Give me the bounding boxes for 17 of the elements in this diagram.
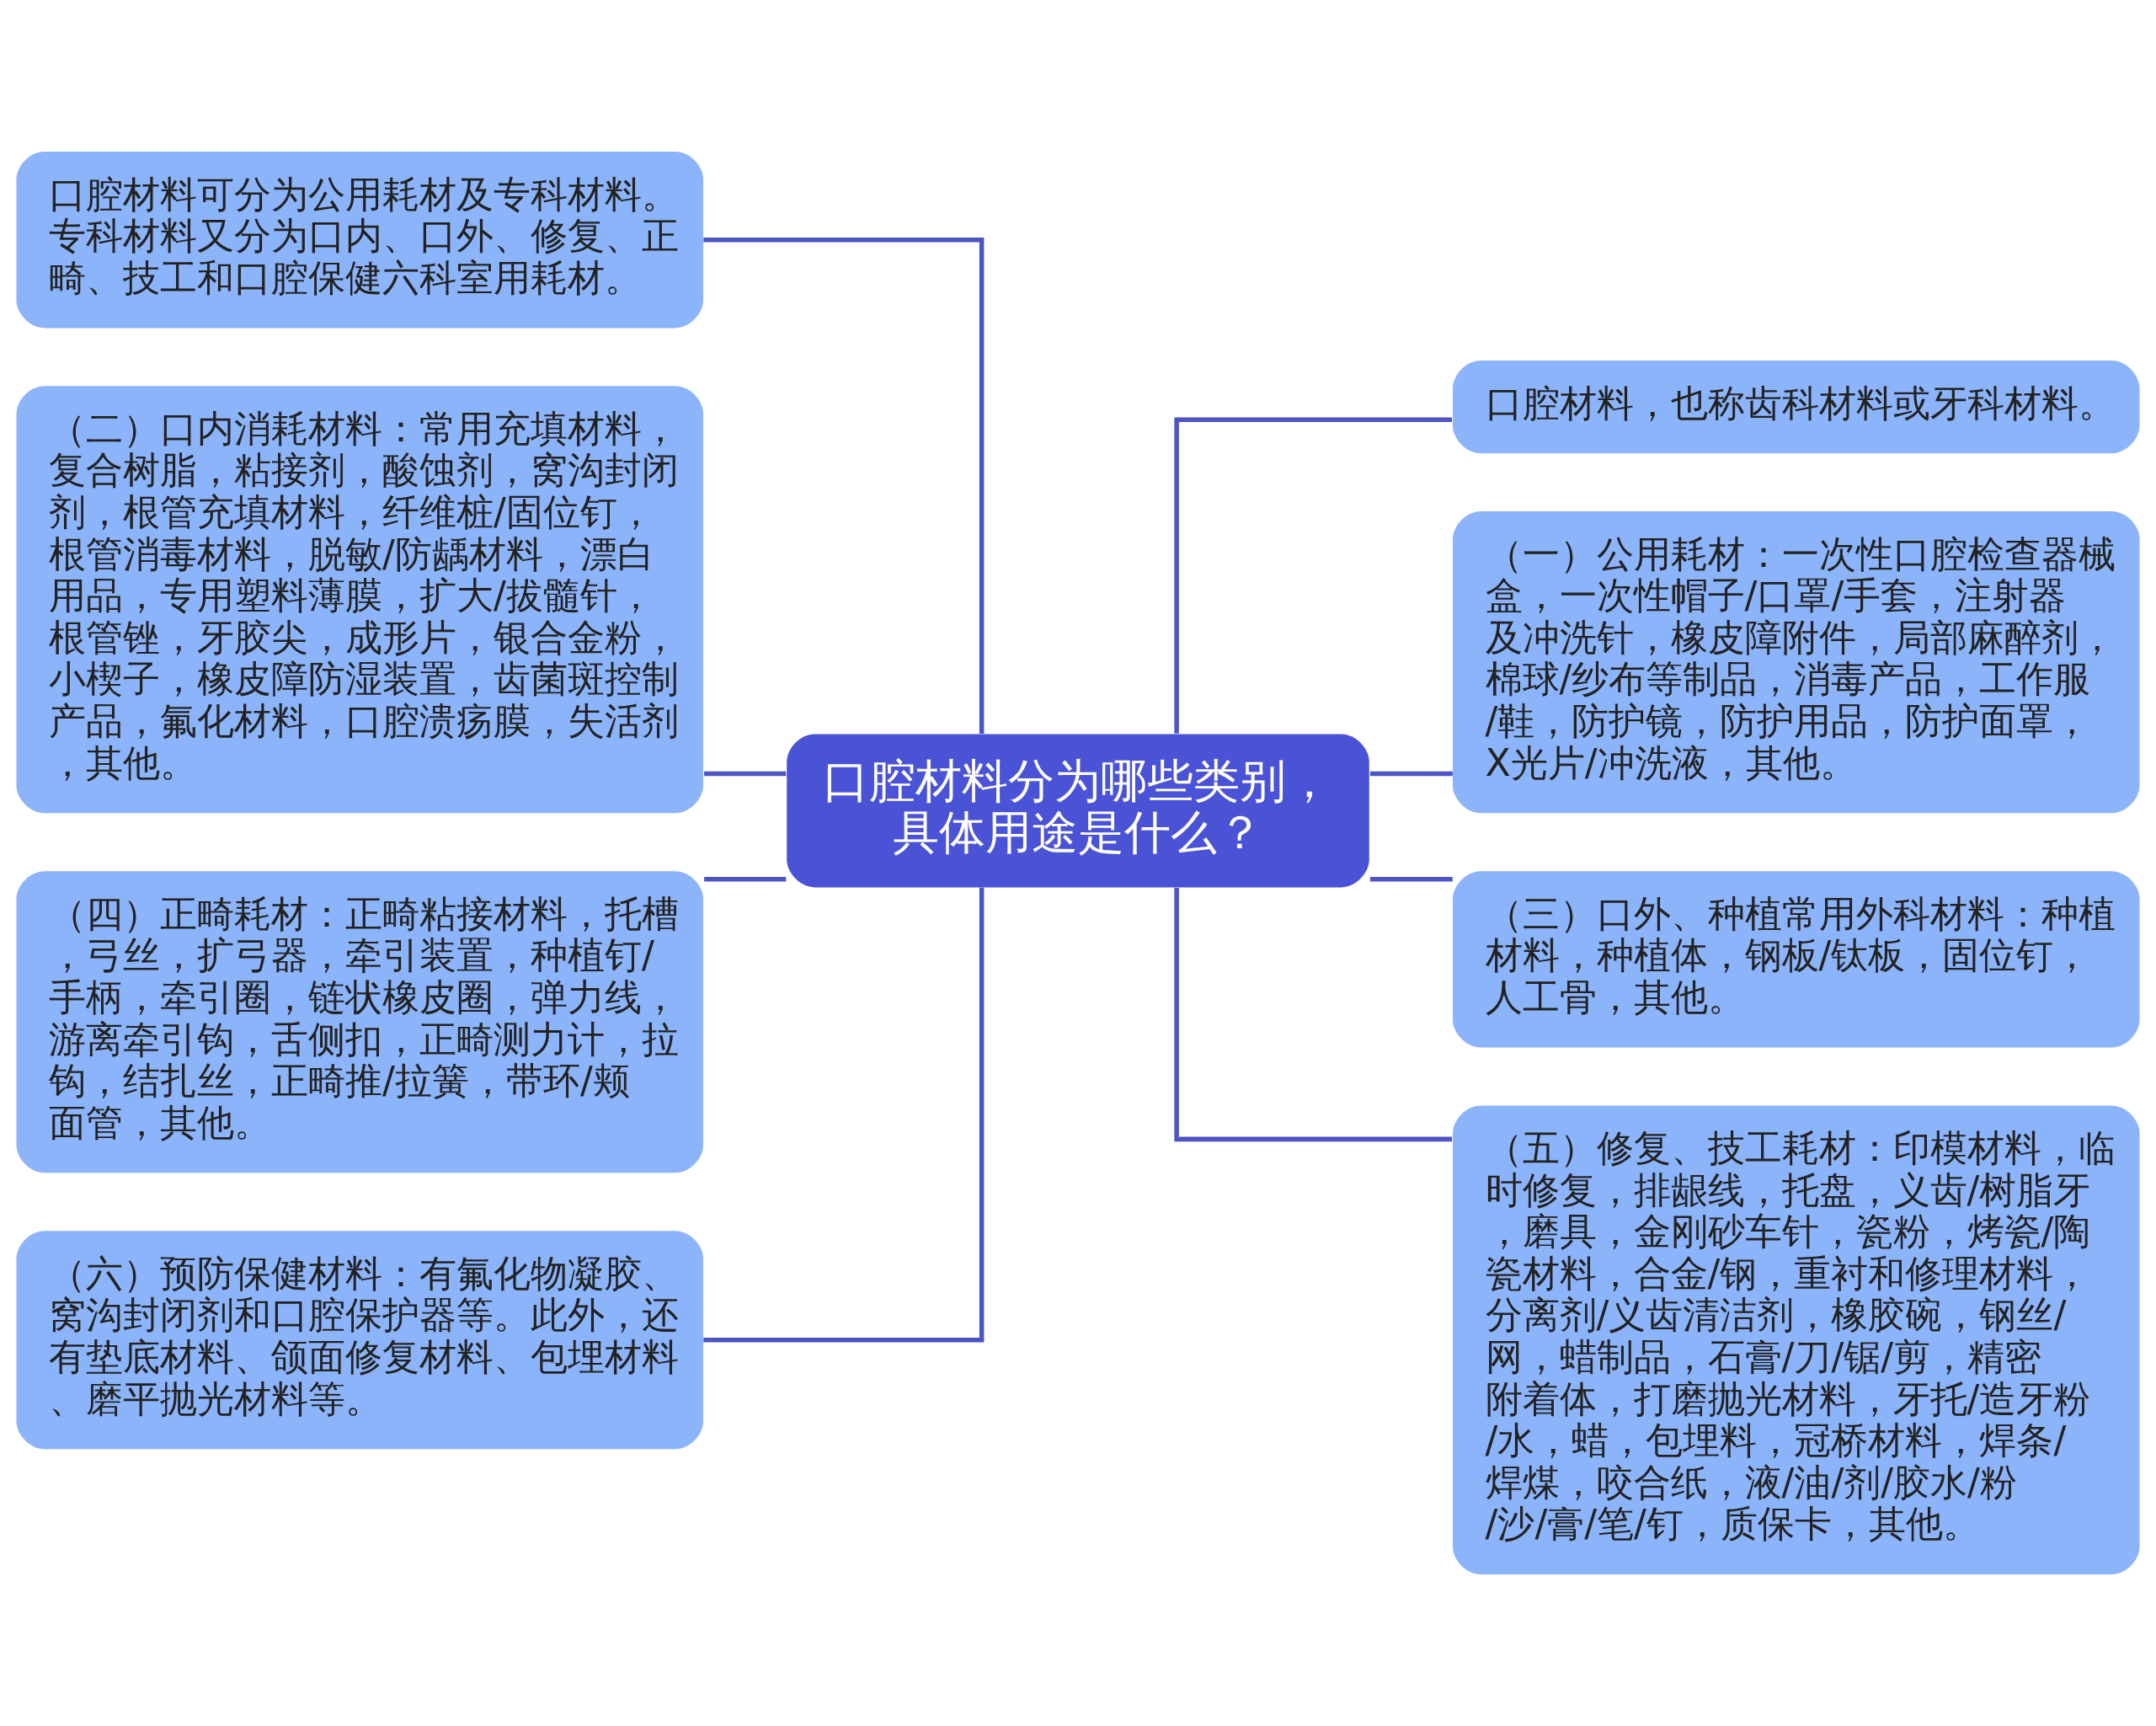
node-box: （一）公用耗材：一次性口腔检查器械盒，一次性帽子/口罩/手套，注射器及冲洗针，橡皮障附件，局部麻醉剂，棉球/纱布等制品，消毒产品，工作服/鞋，防护镜，防护用品，防护面罩，X光片/冲洗液，其他。 bbox=[1452, 511, 2140, 814]
node-box: 口腔材料分为哪些类别，具体用途是什么？ bbox=[787, 734, 1369, 888]
node-box: （二）口内消耗材料：常用充填材料，复合树脂，粘接剂，酸蚀剂，窝沟封闭剂，根管充填材料，纤维桩/固位钉，根管消毒材料，脱敏/防龋材料，漂白用品，专用塑料薄膜，扩大/拔髓针，根管锉，牙胶尖，成形片，银合金粉，小楔子，橡皮障防湿装置，齿菌斑控制产品，氟化材料，口腔溃疡膜，失活剂，其他。 bbox=[16, 386, 704, 814]
node-box: 口腔材料可分为公用耗材及专科材料。专科材料又分为口内、口外、修复、正畸、技工和口腔保健六科室用耗材。 bbox=[16, 152, 704, 329]
connector bbox=[703, 237, 985, 735]
node-box: （五）修复、技工耗材：印模材料，临时修复，排龈线，托盘，义齿/树脂牙，磨具，金刚砂车针，瓷粉，烤瓷/陶瓷材料，合金/钢，重衬和修理材料，分离剂/义齿清洁剂，橡胶碗，钢丝/网，蜡制品，石膏/刀/锯/剪，精密附着体，打磨抛光材料，牙托/造牙粉/水，蜡，包埋料，冠桥材料，焊条/焊煤，咬合纸，液/油/剂/胶水/粉/沙/膏/笔/钉，质保卡，其他。 bbox=[1452, 1105, 2140, 1574]
connector bbox=[704, 771, 787, 777]
node-box: 口腔材料，也称齿科材料或牙科材料。 bbox=[1452, 361, 2140, 454]
connector bbox=[1174, 887, 1453, 1142]
connector bbox=[1369, 771, 1453, 777]
node-box: （四）正畸耗材：正畸粘接材料，托槽，弓丝，扩弓器，牵引装置，种植钉/手柄，牵引圈，链状橡皮圈，弹力线，游离牵引钩，舌侧扣，正畸测力计，拉钩，结扎丝，正畸推/拉簧，带环/颊面管，其他。 bbox=[16, 871, 704, 1173]
connector bbox=[1369, 877, 1453, 882]
node-box: （六）预防保健材料：有氟化物凝胶、窝沟封闭剂和口腔保护器等。此外，还有垫底材料、颌面修复材料、包埋材料、磨平抛光材料等。 bbox=[16, 1231, 704, 1450]
connector bbox=[703, 887, 985, 1343]
node-box: （三）口外、种植常用外科材料：种植材料，种植体，钢板/钛板，固位钉，人工骨，其他。 bbox=[1452, 871, 2140, 1048]
connector bbox=[704, 877, 787, 882]
connector bbox=[1174, 417, 1453, 734]
